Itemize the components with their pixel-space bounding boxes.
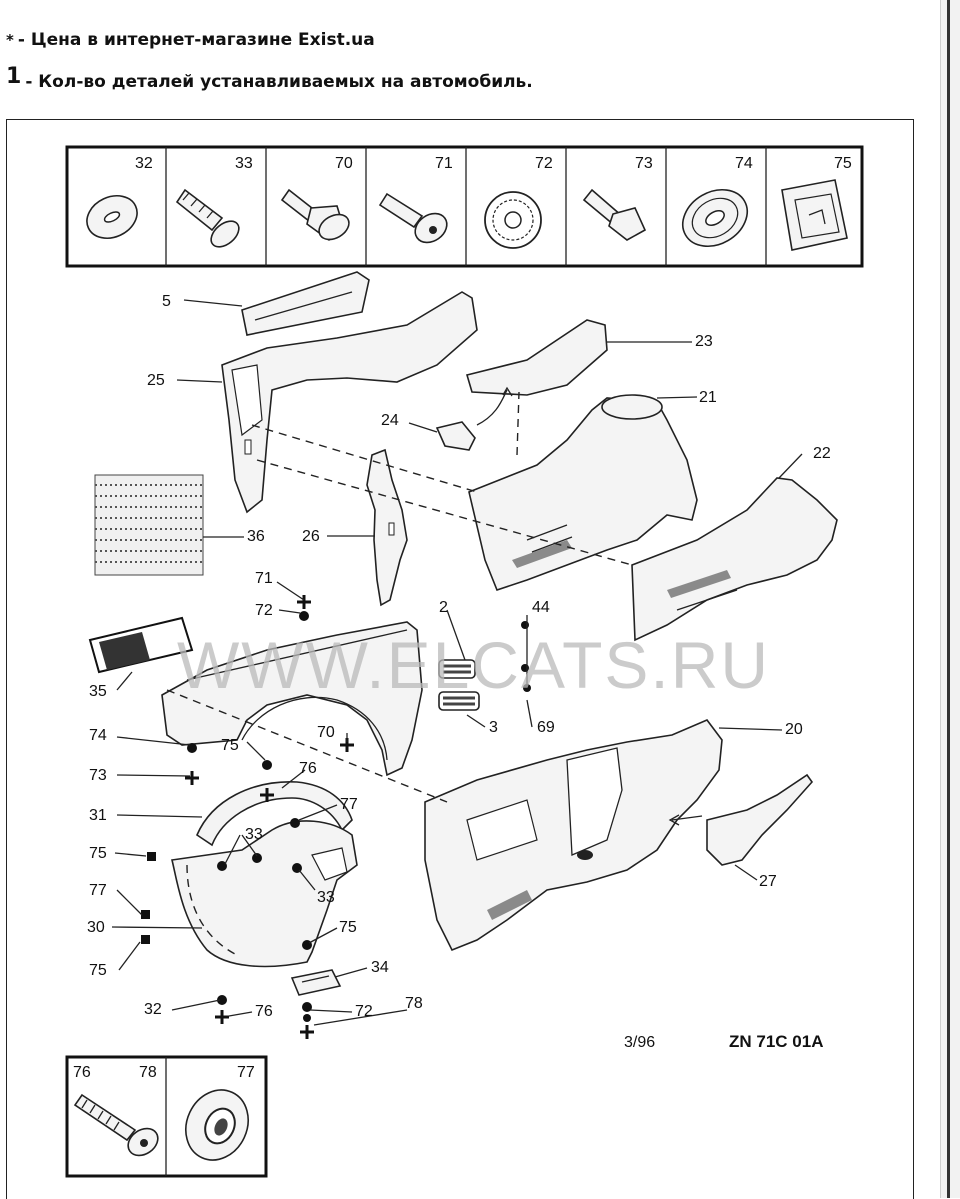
callout-69: 69 [537,719,555,736]
quantity-mark: 1 [6,64,22,89]
speed-clip-icon [781,179,848,251]
part-30-inner-liner [171,820,358,968]
callout-77a: 77 [340,796,358,813]
callout-27: 27 [759,873,777,890]
callout-75b: 75 [89,845,107,862]
callout-32: 32 [144,1001,162,1018]
callout-30: 30 [87,919,105,936]
price-note: *- Цена в интернет-магазине Exist.ua [6,30,906,50]
part-25-apron [221,291,478,514]
strip-label-77: 77 [237,1064,255,1081]
callout-70: 70 [317,724,335,741]
part-22-inner-panel [631,477,838,642]
callout-75d: 75 [89,962,107,979]
callout-22: 22 [813,445,831,462]
part-3-grille [438,691,480,711]
part-2-grille [438,659,476,679]
part-26-bracket [366,448,408,607]
reference-code: ZN 71C 01A [729,1032,823,1051]
large-washer-icon [682,188,748,248]
callout-21: 21 [699,389,717,406]
fastener-strip-bottom: 76 78 77 [65,1055,268,1178]
quantity-note-text: - Кол-во деталей устанавливаемых на авто… [25,72,533,92]
front-fender [161,621,423,777]
callout-5: 5 [162,293,171,310]
strip-label-73: 73 [635,155,653,172]
fastener-strip-top: 32 33 70 71 72 73 74 75 [65,145,864,268]
part-35-plate [88,616,194,674]
strip-label-70: 70 [335,155,353,172]
callout-75c: 75 [339,919,357,936]
part-23-bracket [465,319,608,396]
strip-label-72: 72 [535,155,553,172]
strip-label-71: 71 [435,155,453,172]
callout-77b: 77 [89,882,107,899]
hex-bolt-icon [582,188,647,241]
callout-44: 44 [532,599,550,616]
quantity-note: 1- Кол-во деталей устанавливаемых на авт… [6,64,906,92]
exploded-view-drawing: 32 33 70 71 72 73 74 75 [65,145,864,1178]
callout-35: 35 [89,683,107,700]
part-27-bracket [668,773,814,866]
asterisk-mark: * [6,31,14,49]
callout-76a: 76 [299,760,317,777]
callout-3: 3 [489,719,498,736]
serrated-washer-icon [484,191,542,249]
callout-20: 20 [785,721,803,738]
callout-73: 73 [89,767,107,784]
strip-label-76: 76 [73,1064,91,1081]
torx-bolt-icon [378,192,448,244]
screw-icon [73,1093,159,1157]
callout-72b: 72 [355,1003,373,1020]
callout-31: 31 [89,807,107,824]
callout-34: 34 [371,959,389,976]
callout-23: 23 [695,333,713,350]
callout-24: 24 [381,412,399,429]
part-21-wheelhouse [468,394,698,591]
scrollbar-rail [947,0,950,1198]
callout-33a: 33 [245,826,263,843]
part-36-pad [94,474,204,576]
callout-26: 26 [302,528,320,545]
callout-72: 72 [255,602,273,619]
page-scrollbar[interactable] [940,0,960,1198]
callout-labels: 5 25 23 21 24 22 36 26 71 72 2 44 35 3 6… [87,293,831,1020]
watermark: WWW.ELCATS.RU [177,628,770,702]
strip-label-78: 78 [139,1064,157,1081]
part-24-clip [435,386,513,451]
callout-74: 74 [89,727,107,744]
leader-lines [111,299,803,1026]
part-31-arch-trim [196,781,353,847]
callout-36: 36 [247,528,265,545]
date-code: 3/96 [624,1034,655,1051]
legend-notes: *- Цена в интернет-магазине Exist.ua 1- … [6,30,906,106]
callout-76b: 76 [255,1003,273,1020]
fastener-markers [141,595,531,1039]
callout-78: 78 [405,995,423,1012]
parts-diagram: 32 33 70 71 72 73 74 75 [6,119,914,1199]
callout-33b: 33 [317,889,335,906]
callout-2: 2 [439,599,448,616]
strip-label-33: 33 [235,155,253,172]
push-clip-icon [175,188,240,248]
strip-label-75: 75 [834,155,852,172]
washer-icon [86,195,138,239]
part-5-upper-rail [241,271,370,336]
flange-bolt-icon [280,188,350,241]
callout-25: 25 [147,372,165,389]
price-note-text: - Цена в интернет-магазине Exist.ua [17,30,375,50]
part-34-plate [290,969,342,996]
callout-71: 71 [255,570,273,587]
part-20-front-apron [424,719,723,952]
callout-75a: 75 [221,737,239,754]
strip-label-32: 32 [135,155,153,172]
strip-label-74: 74 [735,155,753,172]
grommet-icon [185,1089,249,1161]
